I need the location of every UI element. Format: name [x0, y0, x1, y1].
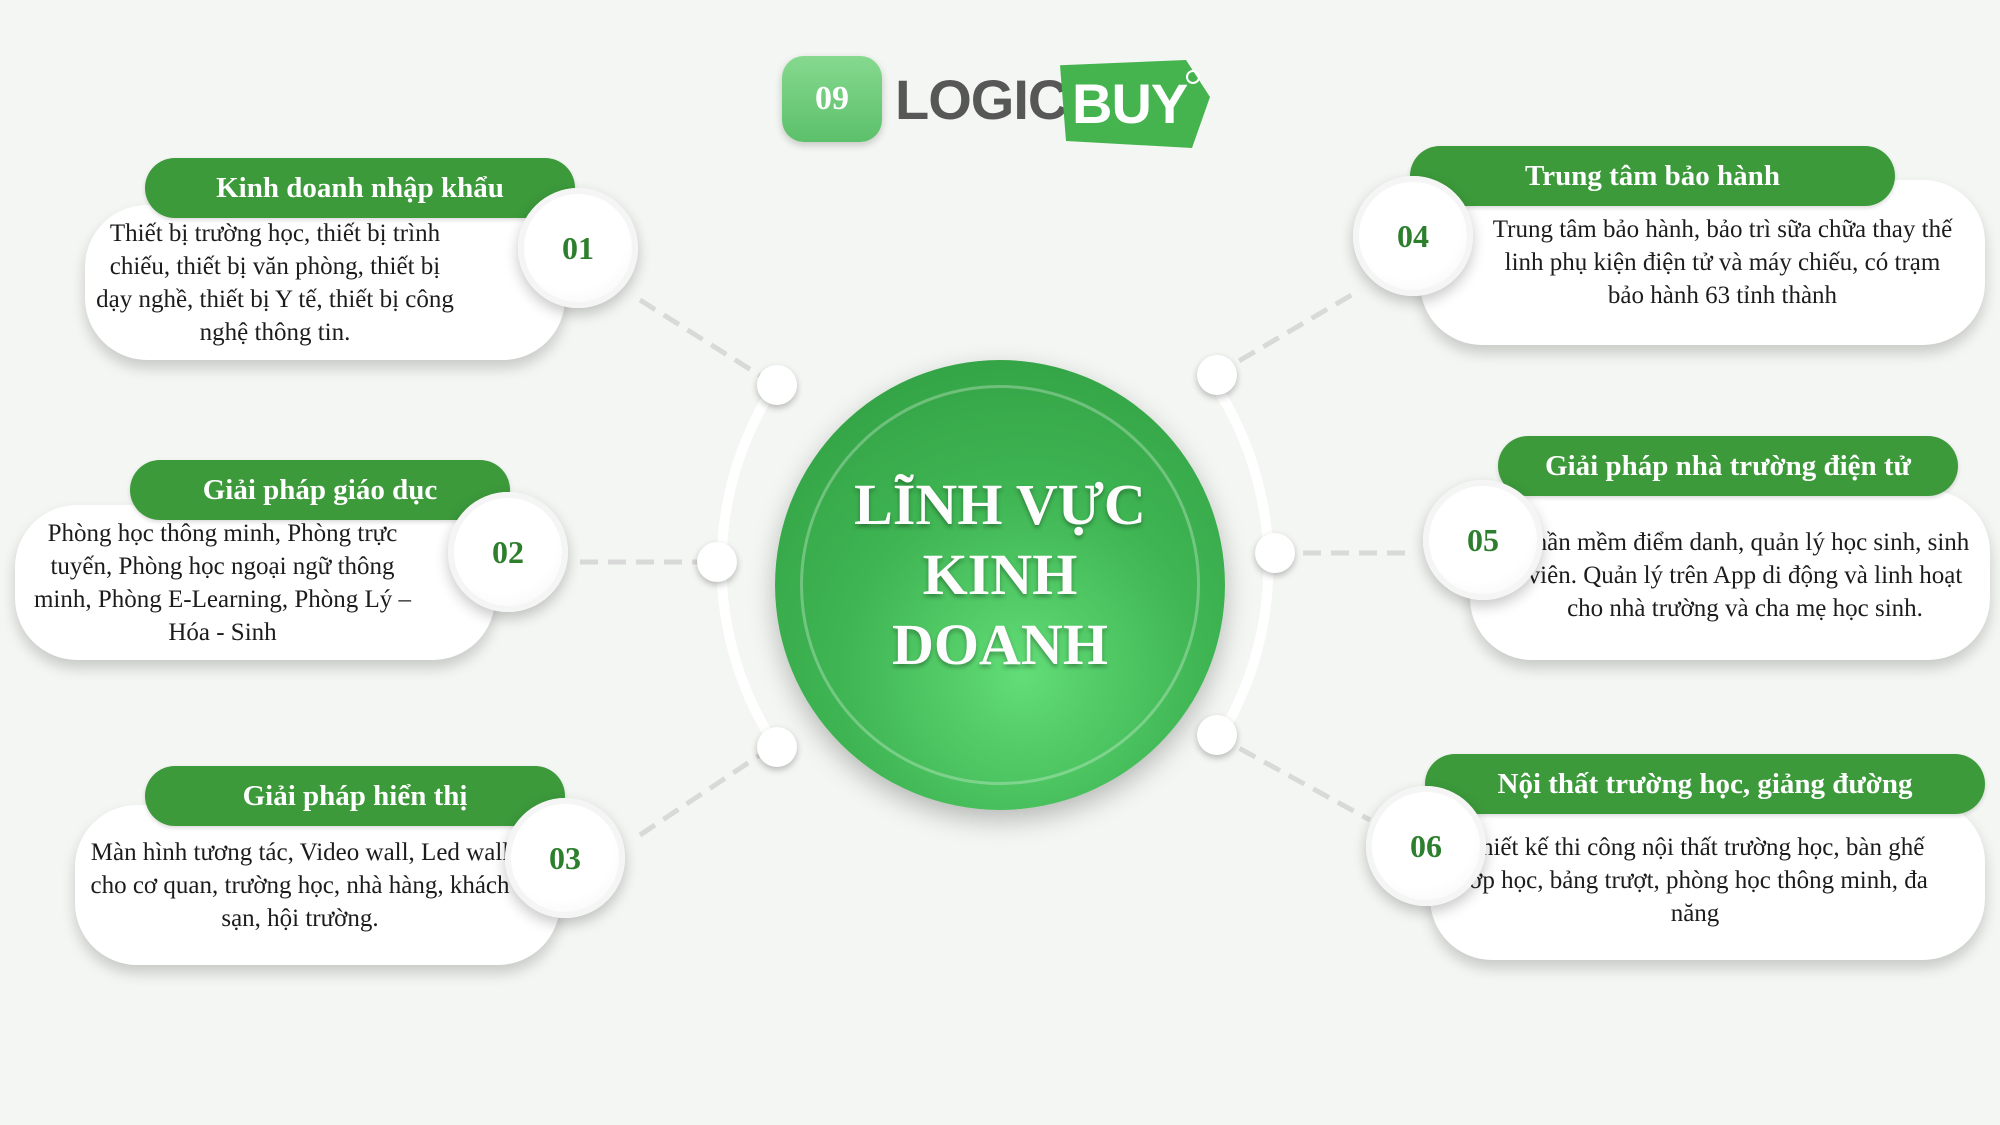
item-title-01: Kinh doanh nhập khẩu: [145, 158, 575, 218]
center-inner-ring: [800, 385, 1200, 785]
center-title-line-3: DOANH: [892, 612, 1108, 677]
connector-dot-04: [1197, 355, 1237, 395]
item-title-06: Nội thất trường học, giảng đường: [1425, 754, 1985, 814]
connector-dot-03: [757, 727, 797, 767]
item-description: Thiết bị trường học, thiết bị trình chiế…: [96, 219, 454, 346]
item-card-02: Phòng học thông minh, Phòng trực tuyến, …: [15, 505, 495, 660]
item-card-03: Màn hình tương tác, Video wall, Led wall…: [75, 805, 560, 965]
item-card-05: Phần mềm điểm danh, quản lý học sinh, si…: [1470, 490, 1990, 660]
item-number-02: 02: [448, 492, 568, 612]
item-number-03: 03: [505, 798, 625, 918]
item-number-01: 01: [518, 188, 638, 308]
item-number-06: 06: [1366, 786, 1486, 906]
item-card-06: Thiết kế thi công nội thất trường học, b…: [1430, 800, 1985, 960]
logo-text-accent: BUY: [1072, 72, 1188, 135]
center-title: LĨNH VỰC KINH DOANH: [820, 470, 1180, 680]
dashed-line-04: [1213, 287, 1362, 378]
connector-dot-05: [1255, 533, 1295, 573]
item-description: Trung tâm bảo hành, bảo trì sữa chữa tha…: [1492, 216, 1953, 309]
logo-tag-shape: [1060, 60, 1210, 148]
connector-dot-06: [1197, 715, 1237, 755]
center-title-line-2: KINH: [922, 542, 1078, 607]
item-number-04: 04: [1353, 176, 1473, 296]
item-title-03: Giải pháp hiển thị: [145, 766, 565, 826]
item-description: Màn hình tương tác, Video wall, Led wall…: [90, 838, 510, 932]
item-description: Thiết kế thi công nội thất trường học, b…: [1462, 833, 1928, 927]
item-title-05: Giải pháp nhà trường điện tử: [1498, 436, 1958, 496]
registered-mark-icon: [1186, 70, 1200, 84]
item-card-01: Thiết bị trường học, thiết bị trình chiế…: [85, 205, 565, 360]
logo-number-badge: 09: [782, 56, 882, 142]
dashed-line-01: [638, 297, 777, 388]
center-title-line-1: LĨNH VỰC: [854, 472, 1146, 537]
connector-dot-01: [757, 365, 797, 405]
dashed-line-03: [638, 742, 777, 838]
logo-text-main: LOGIC: [895, 68, 1068, 131]
item-title-02: Giải pháp giáo dục: [130, 460, 510, 520]
item-description: Phòng học thông minh, Phòng trực tuyến, …: [33, 519, 412, 646]
item-description: Phần mềm điểm danh, quản lý học sinh, si…: [1520, 528, 1970, 622]
connector-dot-02: [697, 542, 737, 582]
dashed-line-06: [1213, 732, 1372, 823]
item-title-04: Trung tâm bảo hành: [1410, 146, 1895, 206]
item-number-05: 05: [1423, 480, 1543, 600]
item-card-04: Trung tâm bảo hành, bảo trì sữa chữa tha…: [1420, 180, 1985, 345]
